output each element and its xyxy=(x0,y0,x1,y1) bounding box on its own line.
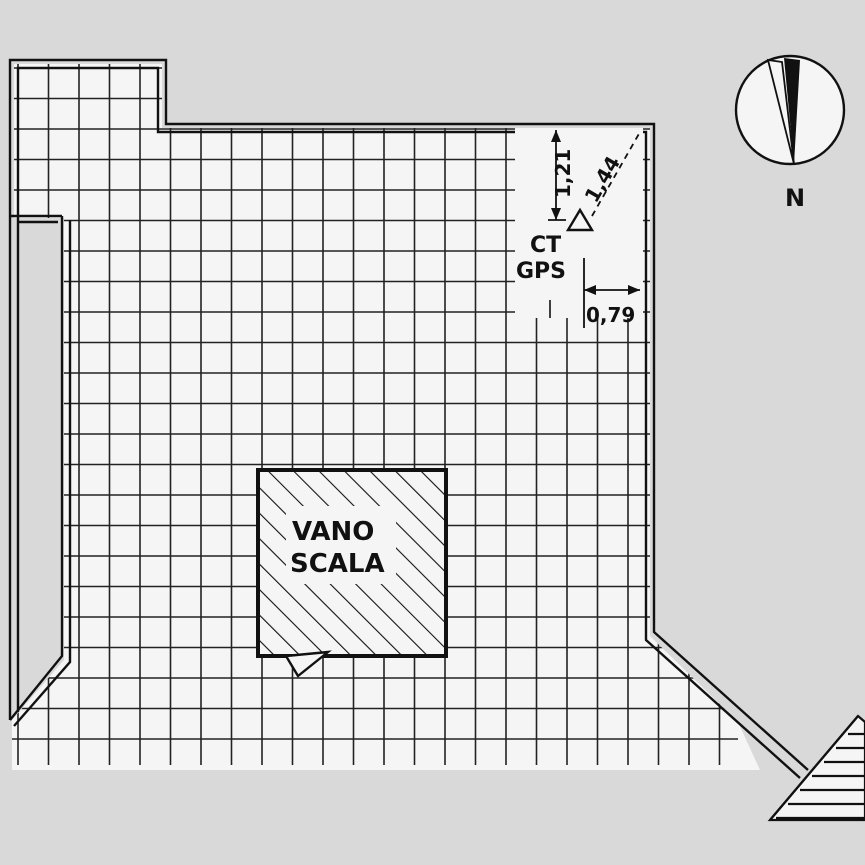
station-label-line2: GPS xyxy=(516,259,566,284)
gps-station-annotation: 1,21 1,44 CT GPS 0,79 xyxy=(515,128,643,328)
stairwell-block: VANO SCALA xyxy=(256,468,448,678)
north-arrow: N xyxy=(734,54,846,212)
north-label: N xyxy=(785,184,805,212)
dimension-vertical: 1,21 xyxy=(551,149,575,198)
stairwell-label-line2: SCALA xyxy=(290,549,385,579)
adjacent-roof-hatch xyxy=(767,714,865,822)
gps-station-marker xyxy=(565,207,595,232)
dimension-horizontal: 0,79 xyxy=(586,303,635,327)
stairwell-label-line1: VANO xyxy=(292,517,374,547)
terrace-floor xyxy=(12,64,760,770)
perimeter-wall xyxy=(8,58,809,779)
station-label-line1: CT xyxy=(530,233,561,258)
door-swing xyxy=(283,650,332,678)
